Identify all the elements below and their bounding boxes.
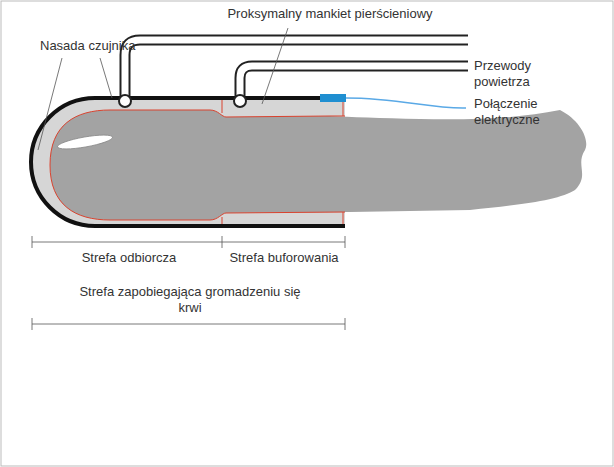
air-tube [240, 66, 468, 98]
tube-port [119, 95, 131, 107]
part-label: Proksymalny mankiet pierścieniowy [195, 6, 465, 22]
air-tube-outline [240, 66, 468, 98]
zone-label: Strefa odbiorcza [40, 250, 218, 266]
part-label: Przewody powietrza [474, 58, 574, 90]
zone-label: Strefa zapobiegająca gromadzeniu się krw… [70, 284, 310, 316]
sensor-housing [31, 98, 345, 226]
air-tube-outline [125, 40, 468, 98]
zone-label: Strefa buforowania [226, 250, 342, 266]
electrical-connector [320, 94, 346, 102]
electrical-wire [346, 98, 466, 108]
air-tube [125, 40, 468, 98]
part-label: Połączenie elektryczne [474, 96, 584, 128]
zone-bracket [32, 236, 345, 330]
leader-line [262, 28, 288, 104]
part-label: Nasada czujnika [40, 38, 170, 54]
tube-port [234, 95, 246, 107]
leader-line [100, 58, 112, 98]
leader-line [38, 58, 62, 150]
air-pocket [57, 132, 114, 152]
cuff-membranes [50, 100, 345, 224]
